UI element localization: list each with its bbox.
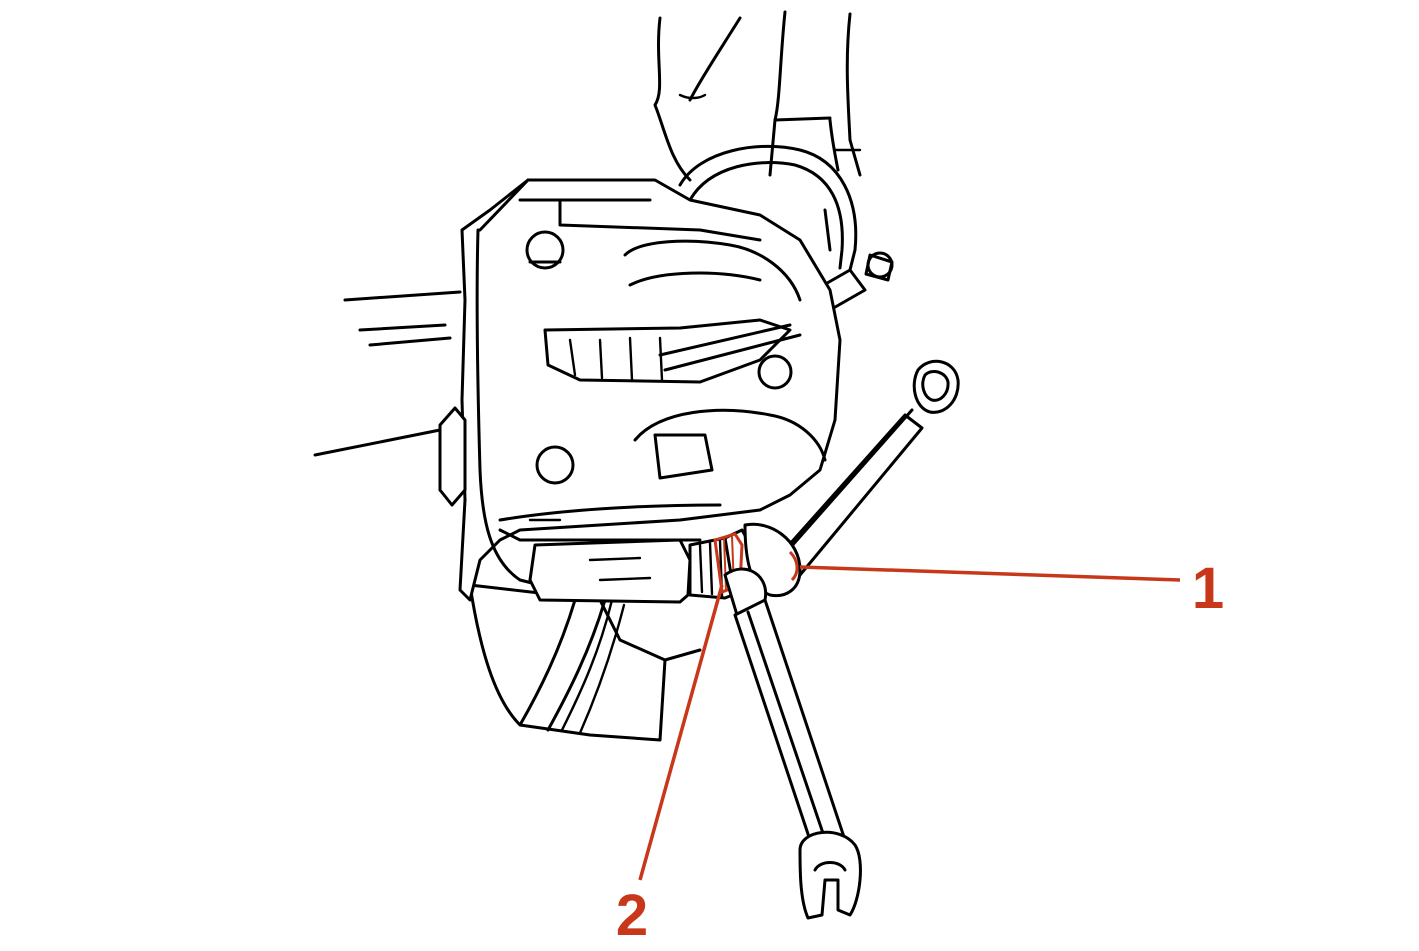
callout-leaders bbox=[638, 565, 1181, 881]
callout-2-leader bbox=[638, 584, 724, 881]
caliper-bolt-hole-upper bbox=[525, 230, 565, 270]
steering-knuckle bbox=[653, 10, 862, 182]
caliper-housing bbox=[458, 178, 842, 602]
brake-rotor bbox=[468, 583, 702, 742]
lower-wrench bbox=[723, 567, 862, 920]
guide-pin-boot bbox=[528, 538, 692, 604]
caliper-bolt-hole-lower bbox=[535, 445, 575, 485]
pad-window bbox=[543, 318, 792, 384]
callout-2-label: 2 bbox=[616, 883, 648, 946]
background-lines bbox=[313, 290, 462, 457]
hub-boss bbox=[438, 406, 467, 507]
caliper-slot bbox=[653, 433, 714, 480]
callout-1-leader bbox=[799, 565, 1181, 582]
callout-1-label: 1 bbox=[1192, 556, 1224, 621]
caliper-bolt-hole-right bbox=[757, 354, 793, 390]
wrench-open-end bbox=[798, 830, 862, 920]
